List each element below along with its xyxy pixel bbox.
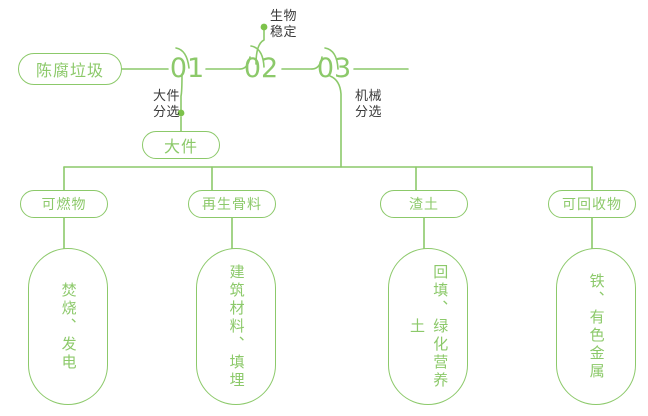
category-label-1: 可燃物 bbox=[41, 196, 87, 212]
stage-number-03-label: 03 bbox=[316, 53, 352, 84]
dot-02-caption bbox=[260, 23, 268, 31]
category-label-3: 渣土 bbox=[409, 196, 439, 212]
stage-caption-02: 生物 稳定 bbox=[270, 8, 298, 40]
category-node-1[interactable]: 可燃物 bbox=[20, 190, 108, 218]
result-box-4[interactable]: 铁、有色金属 bbox=[556, 248, 636, 405]
result-box-2[interactable]: 建筑材料、填埋 bbox=[196, 248, 276, 405]
result-text-1: 焚烧、发电 bbox=[59, 281, 77, 372]
stage-number-02[interactable]: 02 bbox=[241, 55, 281, 82]
category-label-2: 再生骨料 bbox=[202, 196, 262, 212]
stage-number-03[interactable]: 03 bbox=[314, 55, 354, 82]
source-node-label: 陈腐垃圾 bbox=[35, 63, 104, 80]
result-text-4: 铁、有色金属 bbox=[587, 272, 605, 381]
category-node-3[interactable]: 渣土 bbox=[380, 190, 468, 218]
category-node-2[interactable]: 再生骨料 bbox=[188, 190, 276, 218]
stage-number-01[interactable]: 01 bbox=[167, 55, 207, 82]
category-label-4: 可回收物 bbox=[562, 196, 622, 212]
category-node-4[interactable]: 可回收物 bbox=[548, 190, 636, 218]
result-text-2: 建筑材料、填埋 bbox=[227, 263, 245, 390]
stage-number-01-label: 01 bbox=[169, 53, 205, 84]
source-node-chenfu-laji[interactable]: 陈腐垃圾 bbox=[18, 53, 122, 85]
side-output-node-bulky[interactable]: 大件 bbox=[142, 131, 220, 159]
stage-number-02-label: 02 bbox=[243, 53, 279, 84]
link-03-to-bus bbox=[329, 75, 342, 168]
result-box-3[interactable]: 回填、绿化营养土 bbox=[388, 248, 468, 405]
stage-caption-01: 大件 分选 bbox=[152, 88, 180, 120]
stage-caption-03: 机械 分选 bbox=[355, 88, 383, 120]
result-box-1[interactable]: 焚烧、发电 bbox=[28, 248, 108, 405]
result-text-3: 回填、绿化营养土 bbox=[408, 263, 449, 390]
side-output-label: 大件 bbox=[163, 139, 198, 156]
